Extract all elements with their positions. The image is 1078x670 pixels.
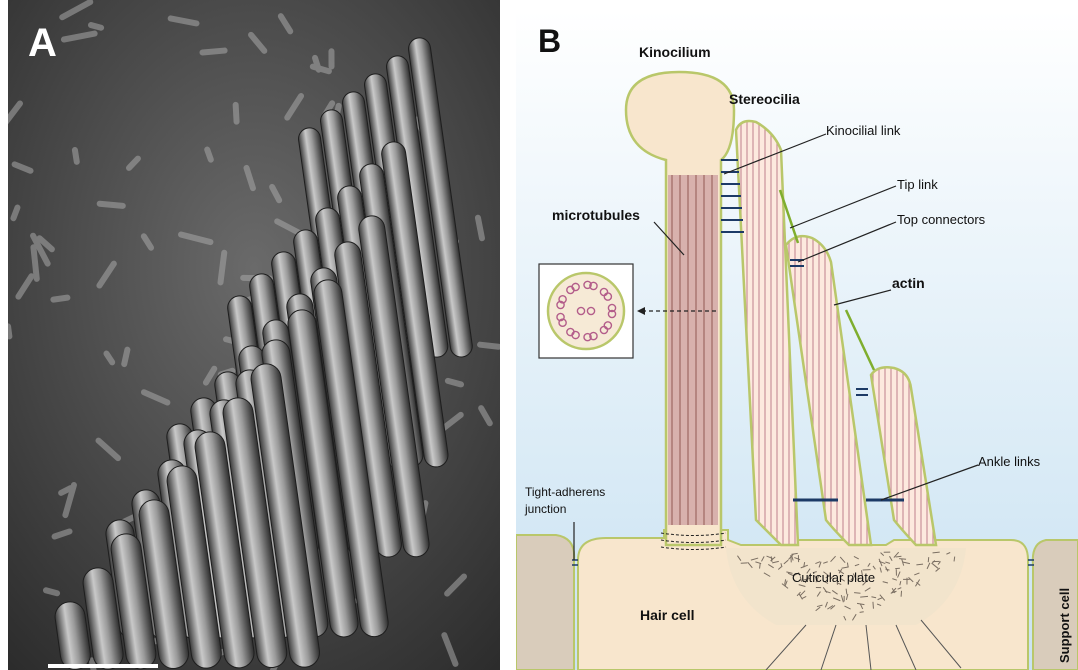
- label-actin: actin: [892, 275, 925, 291]
- cuticular-plate: [726, 548, 966, 625]
- label-tip-link: Tip link: [897, 177, 938, 192]
- label-ankle-links: Ankle links: [978, 454, 1041, 469]
- label-cuticular-plate: Cuticular plate: [792, 570, 875, 585]
- label-stereocilia: Stereocilia: [729, 91, 800, 107]
- hair-bundle-diagram: Kinocilium Stereocilia Kinocilial link T…: [516, 0, 1078, 670]
- label-tight-junction-line1: Tight-adherens: [525, 485, 605, 499]
- label-tight-junction-line2: junction: [524, 502, 566, 516]
- label-hair-cell: Hair cell: [640, 607, 694, 623]
- label-support-cell: Support cell: [1057, 588, 1072, 663]
- sem-micrograph-image: A: [8, 0, 500, 670]
- schematic-diagram-panel: Kinocilium Stereocilia Kinocilial link T…: [516, 0, 1078, 670]
- panel-a-letter: A: [28, 21, 57, 65]
- label-kinocilium: Kinocilium: [639, 44, 711, 60]
- label-kinocilial-link: Kinocilial link: [826, 123, 901, 138]
- microtubule-core: [668, 175, 718, 525]
- sem-micrograph-panel: A: [8, 0, 500, 670]
- scale-bar: [48, 664, 158, 668]
- label-top-connectors: Top connectors: [897, 212, 986, 227]
- panel-b-letter: B: [538, 23, 561, 59]
- microtubule-cross-section-inset: [539, 264, 633, 358]
- support-cell-left: [516, 535, 574, 670]
- label-microtubules: microtubules: [552, 207, 640, 223]
